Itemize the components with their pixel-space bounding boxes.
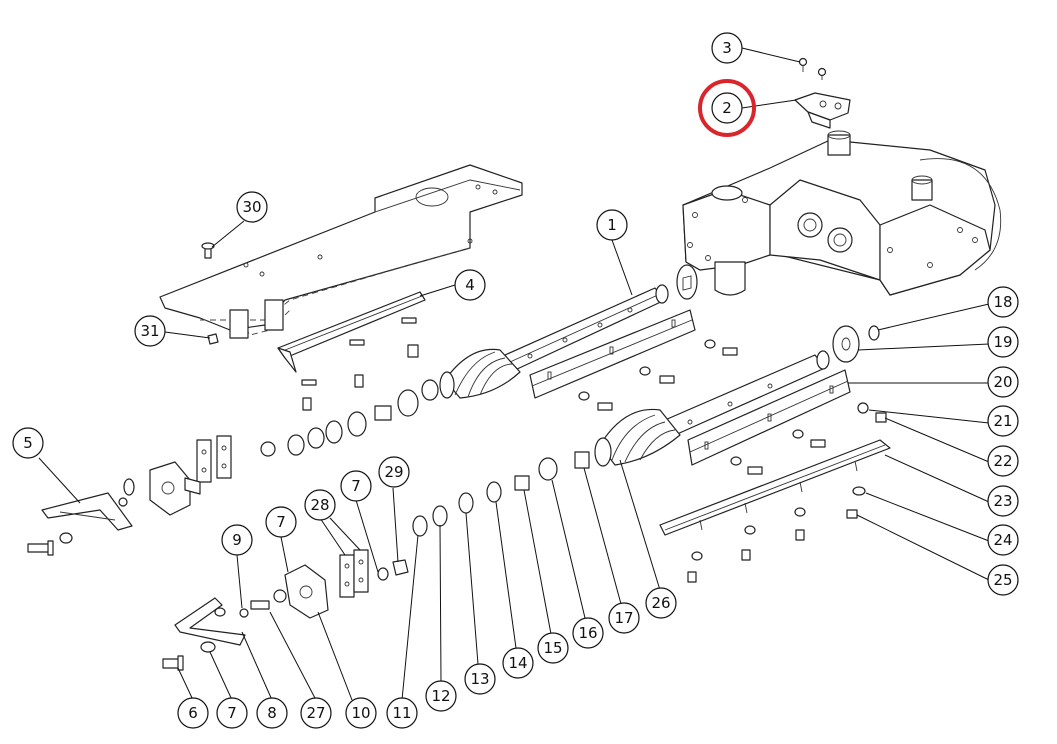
callout-label: 1 bbox=[607, 216, 617, 234]
callout-label: 20 bbox=[993, 373, 1012, 391]
callout-3: 3 bbox=[711, 32, 743, 64]
callout-label: 25 bbox=[993, 571, 1012, 589]
callout-2: 2 bbox=[698, 79, 756, 137]
callout-7-left: 7 bbox=[265, 506, 297, 538]
wear-strip bbox=[659, 439, 891, 536]
callout-7-middle: 7 bbox=[340, 470, 372, 502]
callout-label: 9 bbox=[232, 531, 242, 549]
gearbox-assembly bbox=[676, 130, 1002, 300]
scraper-blade-upper bbox=[529, 309, 696, 399]
callout-label: 13 bbox=[470, 670, 489, 688]
callout-28: 28 bbox=[304, 489, 336, 521]
callout-label: 19 bbox=[993, 333, 1012, 351]
callout-20: 20 bbox=[987, 366, 1019, 398]
callout-18: 18 bbox=[987, 286, 1019, 318]
bushing-stack-upper bbox=[260, 379, 439, 457]
callout-label: 29 bbox=[384, 463, 403, 481]
callout-23: 23 bbox=[987, 485, 1019, 517]
callout-24: 24 bbox=[987, 524, 1019, 556]
callout-label: 26 bbox=[651, 594, 670, 612]
callout-1: 1 bbox=[596, 209, 628, 241]
callout-5: 5 bbox=[12, 427, 44, 459]
callout-27: 27 bbox=[300, 697, 332, 729]
callout-label: 3 bbox=[722, 39, 732, 57]
arm-upper bbox=[27, 478, 135, 556]
callout-label: 5 bbox=[23, 434, 33, 452]
callout-label: 10 bbox=[351, 704, 370, 722]
mounting-plate bbox=[159, 164, 523, 339]
seal bbox=[832, 325, 860, 363]
callout-16: 16 bbox=[572, 617, 604, 649]
bearing-plates-upper bbox=[149, 435, 232, 516]
callout-label: 7 bbox=[227, 704, 237, 722]
screws bbox=[798, 57, 827, 80]
callout-label: 24 bbox=[993, 531, 1012, 549]
callout-label: 4 bbox=[465, 276, 475, 294]
auger-shaft-lower bbox=[594, 350, 830, 467]
callout-31: 31 bbox=[134, 315, 166, 347]
callout-label: 22 bbox=[993, 452, 1012, 470]
callout-25: 25 bbox=[987, 564, 1019, 596]
small-hardware bbox=[201, 242, 887, 583]
callout-8: 8 bbox=[256, 697, 288, 729]
callout-label: 16 bbox=[578, 624, 597, 642]
callout-label: 28 bbox=[310, 496, 329, 514]
callout-label: 7 bbox=[351, 477, 361, 495]
callout-label: 8 bbox=[267, 704, 277, 722]
auger-shaft-upper bbox=[439, 284, 669, 399]
callout-22: 22 bbox=[987, 445, 1019, 477]
o-ring bbox=[868, 325, 880, 341]
callout-17: 17 bbox=[608, 602, 640, 634]
callout-label: 15 bbox=[543, 639, 562, 657]
callout-label: 30 bbox=[242, 198, 261, 216]
callout-12: 12 bbox=[425, 680, 457, 712]
bearing-plates-lower bbox=[284, 549, 409, 619]
callout-26: 26 bbox=[645, 587, 677, 619]
callout-label: 21 bbox=[993, 412, 1012, 430]
callout-label: 14 bbox=[508, 654, 527, 672]
callout-label: 17 bbox=[614, 609, 633, 627]
callout-label: 11 bbox=[392, 704, 411, 722]
callout-label: 6 bbox=[188, 704, 198, 722]
callout-label: 27 bbox=[306, 704, 325, 722]
callout-label: 7 bbox=[276, 513, 286, 531]
callout-21: 21 bbox=[987, 405, 1019, 437]
guide-rail bbox=[277, 291, 426, 373]
callout-label: 2 bbox=[722, 99, 732, 117]
callout-30: 30 bbox=[236, 191, 268, 223]
callout-4: 4 bbox=[454, 269, 486, 301]
callout-10: 10 bbox=[345, 697, 377, 729]
callout-6: 6 bbox=[177, 697, 209, 729]
highlight-ring bbox=[698, 79, 756, 137]
callout-7-bottom: 7 bbox=[216, 697, 248, 729]
callout-11: 11 bbox=[386, 697, 418, 729]
callout-19: 19 bbox=[987, 326, 1019, 358]
arm-lower bbox=[162, 589, 287, 671]
leader-lines bbox=[38, 47, 990, 701]
callout-label: 12 bbox=[431, 687, 450, 705]
callout-13: 13 bbox=[464, 663, 496, 695]
cover-bracket bbox=[794, 92, 851, 129]
scraper-blade-lower bbox=[687, 369, 851, 466]
callout-label: 31 bbox=[140, 322, 159, 340]
callout-29: 29 bbox=[378, 456, 410, 488]
callout-label: 23 bbox=[993, 492, 1012, 510]
callout-14: 14 bbox=[502, 647, 534, 679]
callout-15: 15 bbox=[537, 632, 569, 664]
callout-9: 9 bbox=[221, 524, 253, 556]
bushing-stack-lower bbox=[412, 451, 590, 537]
callout-label: 18 bbox=[993, 293, 1012, 311]
